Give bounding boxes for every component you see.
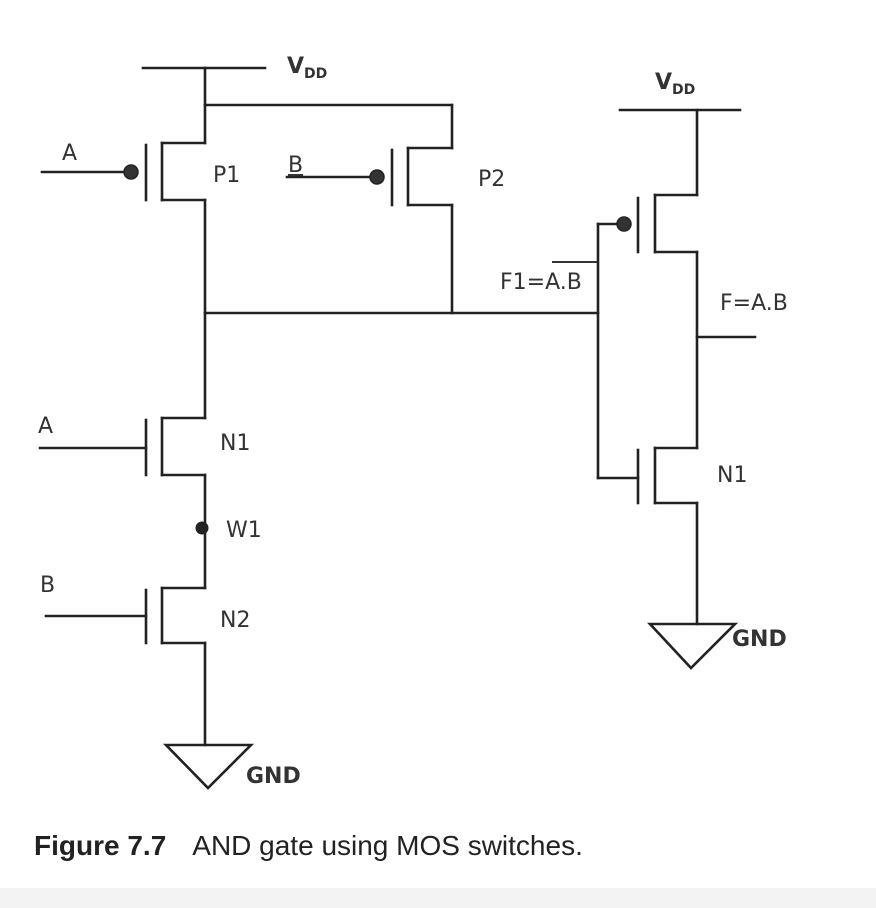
ground-symbol-left [162,743,255,790]
figure-number: Figure 7.7 [34,830,167,861]
f-output-label: F=A.B [720,291,788,316]
p1-label: P1 [213,163,240,188]
input-b-top-label: B [288,153,303,178]
w1-label: W1 [226,518,262,543]
pmos-p1 [40,103,207,315]
gnd-label-right: GND [732,627,787,652]
input-a-top-label: A [62,141,77,166]
vdd-rail-left [141,66,454,107]
vdd-label-right: VDD [655,70,695,98]
n1-right-label: N1 [717,463,747,488]
nmos-n1-right [596,446,699,626]
page-bottom-band [0,888,876,908]
n2-label: N2 [220,608,250,633]
node-w1-dot [195,521,209,535]
f1-label: F1=A.B [500,270,582,295]
vdd-label-left: VDD [287,54,327,82]
pmos-inverter [596,193,699,480]
gnd-label-left: GND [246,764,301,789]
ground-symbol-right [647,622,739,670]
input-a-mid-label: A [38,414,53,439]
figure-caption-text: AND gate using MOS switches. [192,830,583,861]
input-b-bottom-label: B [40,573,55,598]
p2-label: P2 [478,167,505,192]
figure-caption: Figure 7.7 AND gate using MOS switches. [34,830,583,862]
nmos-n2 [44,586,207,747]
n1-left-label: N1 [220,431,250,456]
vdd-rail-right [618,108,742,197]
nmos-n1-left [38,311,207,590]
pmos-p2 [285,103,454,315]
